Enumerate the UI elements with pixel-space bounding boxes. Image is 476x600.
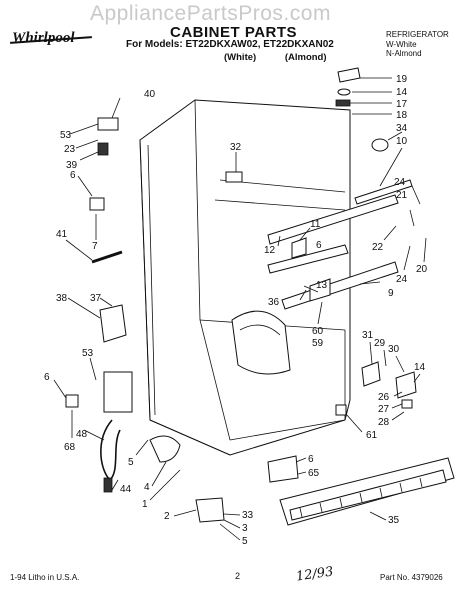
part-32-plug xyxy=(225,171,243,183)
callout-33: 33 xyxy=(242,510,254,521)
page-title: CABINET PARTS xyxy=(170,24,298,41)
callout-9: 9 xyxy=(388,288,394,299)
callout-6-left: 6 xyxy=(44,372,50,383)
callout-14: 14 xyxy=(396,87,408,98)
callout-61: 61 xyxy=(366,430,378,441)
category-line-2: W-White xyxy=(386,39,417,49)
callout-68: 68 xyxy=(64,442,76,453)
callout-22: 22 xyxy=(372,242,384,253)
shelf-rails xyxy=(267,179,413,310)
watermark: AppliancePartsPros.com xyxy=(90,2,331,25)
callout-27: 27 xyxy=(378,404,390,415)
callout-65: 65 xyxy=(308,468,320,479)
callout-44: 44 xyxy=(120,484,132,495)
variant-white: (White) xyxy=(224,52,257,63)
callout-31: 31 xyxy=(362,330,374,341)
leader-lines xyxy=(53,77,427,541)
crisper-duct xyxy=(231,310,291,375)
callout-38: 38 xyxy=(56,293,68,304)
callout-4: 4 xyxy=(144,482,150,493)
callout-48: 48 xyxy=(76,429,88,440)
callout-41: 41 xyxy=(56,229,68,240)
callout-53: 53 xyxy=(60,130,72,141)
callout-35: 35 xyxy=(388,515,400,526)
right-parts xyxy=(335,67,417,416)
callout-21: 21 xyxy=(396,190,408,201)
callout-23: 23 xyxy=(64,144,76,155)
callout-14-lower: 14 xyxy=(414,362,426,373)
callout-6-right: 6 xyxy=(308,454,314,465)
callout-6: 6 xyxy=(70,170,76,181)
callout-12: 12 xyxy=(264,245,276,256)
footer-litho: 1-94 Litho in U.S.A. xyxy=(10,573,80,582)
callout-32: 32 xyxy=(230,142,242,153)
category-line-1: REFRIGERATOR xyxy=(386,30,449,39)
callout-19: 19 xyxy=(396,74,408,85)
cabinet-shell xyxy=(139,99,351,456)
callout-7: 7 xyxy=(92,241,98,252)
footer-part-number: Part No. 4379026 xyxy=(380,573,443,582)
footer-page-number: 2 xyxy=(235,571,241,581)
callout-29: 29 xyxy=(374,338,386,349)
callout-18: 18 xyxy=(396,110,408,121)
callout-5-upper: 5 xyxy=(128,457,134,468)
callout-1: 1 xyxy=(142,499,148,510)
callout-30: 30 xyxy=(388,344,400,355)
callout-11: 11 xyxy=(310,219,321,230)
callout-6-center: 6 xyxy=(316,240,322,251)
callout-5-lower: 5 xyxy=(242,536,248,547)
callout-26: 26 xyxy=(378,392,390,403)
callout-17: 17 xyxy=(396,99,408,110)
callout-28: 28 xyxy=(378,417,390,428)
callout-20: 20 xyxy=(416,264,428,275)
category-block: REFRIGERATOR W-White N-Almond xyxy=(386,30,449,59)
callout-13: 13 xyxy=(316,280,328,291)
callout-labels: 40 53 23 39 6 7 41 38 37 53 6 68 48 44 5… xyxy=(44,74,428,547)
callout-40: 40 xyxy=(144,89,156,100)
callout-2: 2 xyxy=(164,511,170,522)
callout-53-lower: 53 xyxy=(82,348,94,359)
whirlpool-logo: Whirlpool xyxy=(12,30,75,46)
callout-60: 60 xyxy=(312,326,324,337)
variant-almond: (Almond) xyxy=(284,52,327,63)
models-line: For Models: ET22DKXAW02, ET22DKXAN02 xyxy=(126,39,334,50)
part-35-grille xyxy=(279,457,455,526)
callout-34: 34 xyxy=(396,123,408,134)
callout-24-upper: 24 xyxy=(394,177,406,188)
callout-59: 59 xyxy=(312,338,324,349)
callout-39: 39 xyxy=(66,160,78,171)
left-parts xyxy=(65,117,299,523)
callout-3: 3 xyxy=(242,523,248,534)
category-line-3: N-Almond xyxy=(386,49,422,58)
model-variants: (White) (Almond) xyxy=(224,52,353,63)
callout-10: 10 xyxy=(396,136,408,147)
callout-24-lower: 24 xyxy=(396,274,408,285)
callout-36: 36 xyxy=(268,297,280,308)
callout-37: 37 xyxy=(90,293,102,304)
